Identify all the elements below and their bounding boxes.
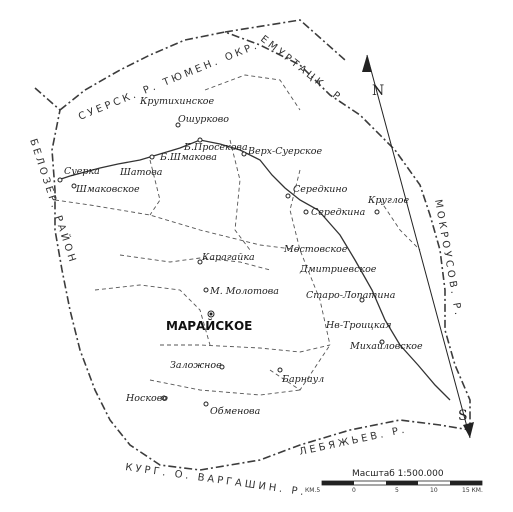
okrug-boundary xyxy=(34,19,346,111)
place-maraiskoe: МАРАЙСКОЕ xyxy=(166,318,252,333)
river-suerka xyxy=(57,139,451,401)
place-obmenova: Обменова xyxy=(210,406,261,417)
place-m-molotova: М. Молотова xyxy=(209,286,279,297)
place-shatova: Шатова xyxy=(119,167,163,178)
scale-unit: КМ.5 xyxy=(305,487,320,494)
scale-title: Масштаб 1:500.000 xyxy=(352,469,444,479)
place-noskovo: Носково xyxy=(125,393,168,404)
scale-tick-15: 15 КМ. xyxy=(462,487,483,494)
place-barnaul: Барнаул xyxy=(281,374,324,385)
place-krutikhinskoe: Крутихинское xyxy=(139,96,215,107)
border-east-label: МОКРОУСОВ. Р. xyxy=(432,199,464,319)
scale-tick-10: 10 xyxy=(430,487,438,494)
scale-bar: Масштаб 1:500.000 КМ.5 0 5 10 15 КМ. xyxy=(305,469,483,494)
border-west-label: БЕЛОЗЕР. РАЙОН xyxy=(27,137,80,266)
place-zalozhnoe: Заложное xyxy=(170,360,222,371)
place-b-prosekova: Б.Просекова xyxy=(183,142,248,153)
place-krugloe: Круглое xyxy=(367,195,410,206)
place-shmakovskoe: Шмаковское xyxy=(75,184,140,195)
place-suerka: Суерка xyxy=(64,166,100,177)
inner-boundaries xyxy=(54,74,421,396)
border-north-label: СУЕРСК. Р. ТЮМЕН. ОКР. xyxy=(77,40,261,123)
place-karagaika: Карагайка xyxy=(201,252,255,263)
north-arrow: N S xyxy=(362,54,474,439)
place-mikhailovskoe: Михайловское xyxy=(349,341,423,352)
place-mostovskoe: Мостовское xyxy=(283,244,348,255)
north-label: N xyxy=(372,83,384,99)
place-staro-lopatino: Старо-Лопатина xyxy=(306,290,396,301)
place-dmitrievskoe: Дмитриевское xyxy=(299,264,377,275)
scale-tick-0: 0 xyxy=(352,487,356,494)
place-oshurkovo: Ошурково xyxy=(178,114,229,125)
district-boundary xyxy=(51,31,471,471)
place-seredkina: Середкина xyxy=(311,207,366,218)
place-b-shmakovo: Б.Шмакова xyxy=(159,152,217,163)
place-seredkino: Середкино xyxy=(293,184,348,195)
border-northeast-label: ЕМУРТАЦК. Р. xyxy=(258,34,349,108)
scale-tick-5: 5 xyxy=(395,487,399,494)
place-nv-troitskaya: Нв-Троицкая xyxy=(325,320,392,331)
south-label: S xyxy=(458,408,468,424)
place-verkh-suerskoe: Верх-Суерское xyxy=(247,146,322,157)
